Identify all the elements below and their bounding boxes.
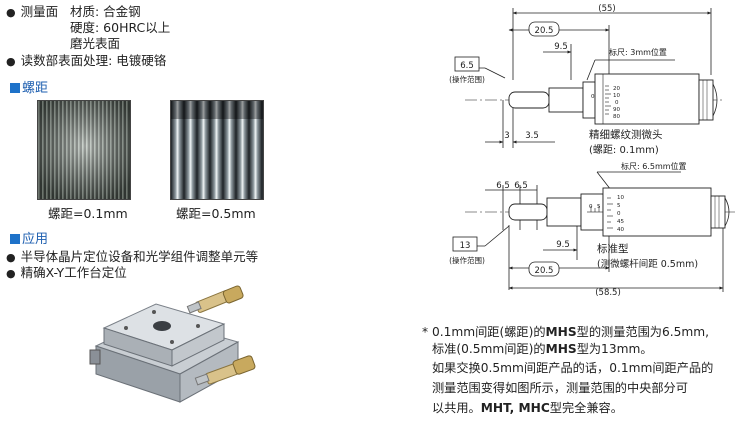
- footnote-text: 0.1mm间距(螺距)的: [431, 325, 546, 339]
- sleeve-bottom-mark: 5: [597, 204, 601, 210]
- pitch-05-label: 螺距=0.5mm: [176, 206, 256, 221]
- dim-20-5-bottom: 20.5: [535, 266, 554, 276]
- pitch-05-photo: [170, 100, 264, 200]
- standard-type-pitch: (测微螺杆间距 0.5mm): [597, 258, 698, 270]
- application-item: 精确X-Y工作台定位: [6, 265, 127, 282]
- spec-readout-surface: 读数部表面处理: 电镀硬铬: [6, 53, 167, 70]
- sleeve-top-mark: 0: [591, 94, 595, 100]
- thimble-bottom-mark: 40: [617, 227, 624, 233]
- footnote-model: MHS: [545, 325, 577, 339]
- dim-3-5: 3.5: [525, 131, 539, 141]
- footnote-model: MHS: [545, 342, 577, 356]
- fine-thread-title: 精细螺纹测微头: [589, 128, 663, 141]
- thimble-bottom-mark: 5: [617, 203, 621, 209]
- operating-range-top: (操作范围): [449, 74, 485, 84]
- footnote-line-4: 测量范围变得如图所示，测量范围的中央部分可: [432, 381, 688, 395]
- footnote-text: 标准(0.5mm间距)的: [432, 342, 546, 356]
- dim-55: (55): [598, 4, 615, 14]
- pitch-heading: 螺距: [10, 81, 48, 97]
- fine-micrometer-body: [465, 73, 725, 125]
- dim-13: 13: [460, 241, 471, 251]
- thimble-top-mark: 90: [613, 107, 620, 113]
- application-item-text: 精确X-Y工作台定位: [20, 265, 127, 280]
- dim-6-5-top: 6.5: [460, 61, 474, 71]
- dim-9-5-top: 9.5: [554, 42, 568, 52]
- footnote-text: 以共用。: [432, 401, 481, 415]
- standard-type-title: 标准型: [597, 242, 629, 255]
- footnote-text: 型为13mm。: [576, 342, 653, 356]
- spec-measure-face: 测量面: [6, 4, 59, 21]
- dim-3: 3: [504, 131, 509, 141]
- spec-hardness: 硬度: 60HRC以上: [70, 20, 171, 35]
- footnote-star: *: [422, 325, 429, 339]
- dim-6-5-a: 6.5: [496, 181, 510, 191]
- operating-range-bottom: (操作范围): [449, 255, 485, 265]
- thimble-top-mark: 20: [613, 86, 620, 92]
- spec-measure-face-label: 测量面: [20, 4, 59, 19]
- dim-58-5: (58.5): [595, 288, 621, 298]
- footnote-text: 型完全兼容。: [549, 401, 623, 415]
- xy-stage-illustration: [88, 284, 260, 418]
- thimble-bottom-mark: 10: [617, 195, 624, 201]
- thimble-top-mark: 80: [613, 114, 620, 120]
- pitch-01-photo: [37, 100, 131, 200]
- footnote-line-2: 标准(0.5mm间距)的MHS型为13mm。: [432, 339, 653, 359]
- dim-9-5-bottom: 9.5: [556, 240, 570, 250]
- dim-20-5-top: 20.5: [535, 26, 554, 36]
- scale-6-5mm-callout: 标尺: 6.5mm位置: [621, 161, 687, 171]
- pitch-01-label: 螺距=0.1mm: [48, 206, 128, 221]
- spec-readout-surface-text: 读数部表面处理: 电镀硬铬: [20, 53, 167, 68]
- footnote-line-1: * 0.1mm间距(螺距)的MHS型的测量范围为6.5mm,: [422, 322, 709, 342]
- dim-6-5-b: 6.5: [514, 181, 528, 191]
- micrometer-head-drawing: (55) 20.5 9.5 6.5 (操作范围) 3 3.5 标尺: 3mm位置…: [425, 0, 750, 300]
- fine-thread-pitch: (螺距: 0.1mm): [589, 144, 659, 156]
- square-bullet-icon: [10, 234, 20, 244]
- footnote-line-5: 以共用。MHT, MHC型完全兼容。: [432, 398, 623, 418]
- application-item: 半导体晶片定位设备和光学组件调整单元等: [6, 249, 259, 266]
- footnote-line-3: 如果交换0.5mm间距产品的话，0.1mm间距产品的: [432, 361, 714, 375]
- pitch-heading-text: 螺距: [22, 81, 49, 96]
- thimble-bottom-mark: 0: [617, 211, 621, 217]
- thimble-top-mark: 0: [615, 100, 619, 106]
- spec-finish: 磨光表面: [70, 36, 121, 51]
- square-bullet-icon: [10, 83, 20, 93]
- thimble-top-mark: 10: [613, 93, 620, 99]
- thimble-bottom-mark: 45: [617, 219, 624, 225]
- footnote-text: 型的测量范围为6.5mm,: [576, 325, 709, 339]
- scale-3mm-callout: 标尺: 3mm位置: [609, 47, 667, 57]
- standard-micrometer-body: [465, 187, 735, 237]
- spec-material: 材质: 合金钢: [70, 4, 141, 19]
- sleeve-bottom-mark: 0: [589, 204, 593, 210]
- applications-heading: 应用: [10, 232, 48, 248]
- footnote-model: MHT, MHC: [480, 401, 550, 415]
- applications-heading-text: 应用: [22, 232, 49, 247]
- application-item-text: 半导体晶片定位设备和光学组件调整单元等: [20, 249, 259, 264]
